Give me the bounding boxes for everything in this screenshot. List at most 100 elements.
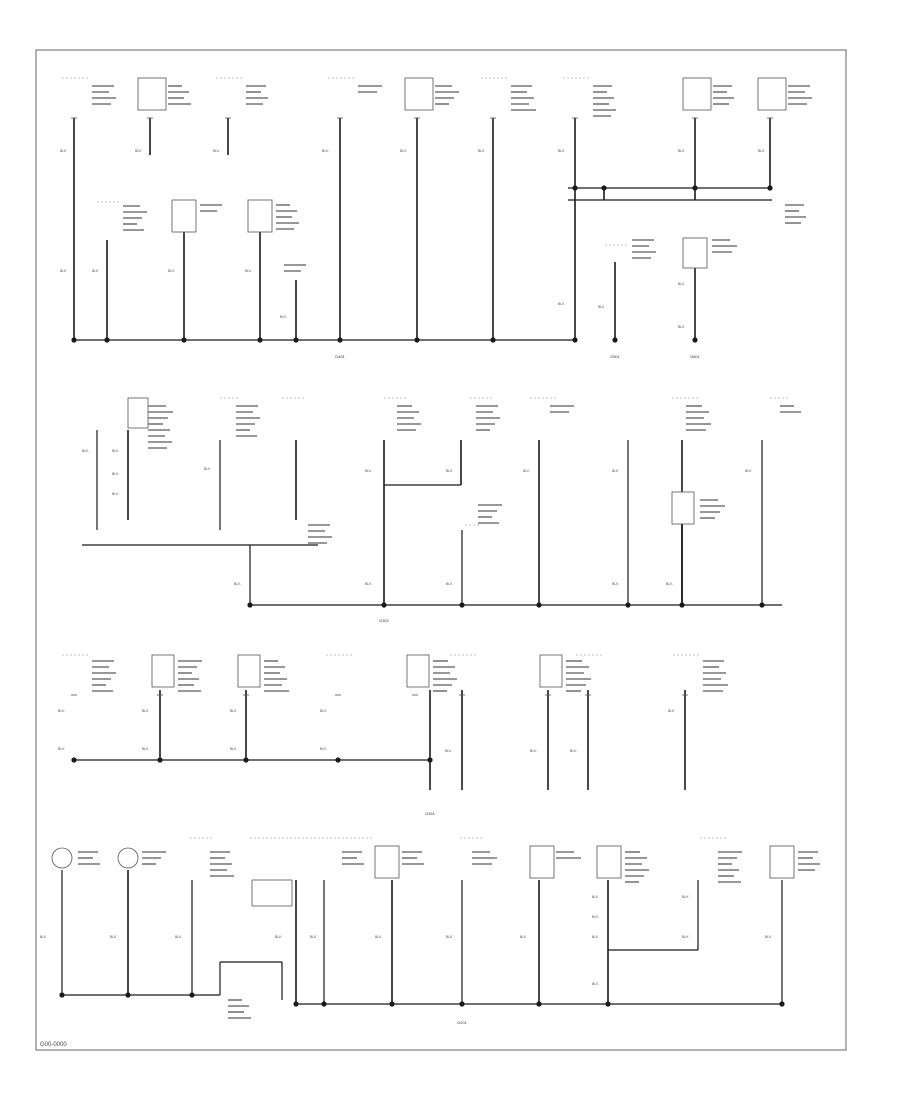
component-box	[374, 845, 400, 879]
wire-color-label: BLK	[682, 935, 689, 939]
component-box	[682, 77, 712, 111]
wire-color-label: BLK	[612, 582, 619, 586]
wire-color-label: BLK	[682, 895, 689, 899]
wire-color-label: BLK	[112, 449, 119, 453]
wire-color-label: BLK	[558, 302, 565, 306]
wire-color-label: BLK	[365, 582, 372, 586]
ground-point-label: G451	[425, 811, 436, 816]
component-box	[769, 845, 795, 879]
component-box	[247, 199, 273, 233]
splice-dot	[536, 602, 542, 608]
wire-color-label: BLK	[666, 582, 673, 586]
wire-color-label: BLK	[275, 935, 282, 939]
wire-color-label: BLK	[58, 747, 65, 751]
wire-color-label: BLK	[745, 469, 752, 473]
component-box	[251, 879, 293, 907]
splice-dot	[759, 602, 765, 608]
splice-dot	[572, 185, 578, 191]
wire-color-label: BLK	[40, 935, 47, 939]
splice-dot	[189, 992, 195, 998]
wire-color-label: BLK	[60, 149, 67, 153]
wire-color-label: BLK	[320, 747, 327, 751]
ground-point-label: G601	[690, 354, 701, 359]
wire-color-label: BLK	[520, 935, 527, 939]
wire-color-label: BLK	[678, 325, 685, 329]
wire-color-label: BLK	[230, 709, 237, 713]
splice-dot	[381, 602, 387, 608]
wire-color-label: BLK	[523, 469, 530, 473]
component-box	[171, 199, 197, 233]
wire-color-label: BLK	[320, 709, 327, 713]
wire-color-label: BLK	[204, 467, 211, 471]
splice-dot	[247, 602, 253, 608]
wire-color-label: BLK	[365, 469, 372, 473]
splice-dot	[625, 602, 631, 608]
splice-dot	[679, 602, 685, 608]
wire-color-label: BLK	[280, 315, 287, 319]
component-box	[671, 491, 695, 525]
ground-point-label: G401	[335, 354, 346, 359]
splice-dot	[59, 992, 65, 998]
splice-dot	[459, 602, 465, 608]
wire-color-label: BLK	[58, 709, 65, 713]
wire-color-label: BLK	[375, 935, 382, 939]
wire-color-label: BLK	[592, 915, 599, 919]
ground-point-label: G501	[610, 354, 621, 359]
wire-color-label: BLK	[168, 269, 175, 273]
wire-color-label: BLK	[310, 935, 317, 939]
wire-color-label: BLK	[175, 935, 182, 939]
diagram-frame	[35, 49, 847, 1051]
wire-color-label: BLK	[142, 747, 149, 751]
splice-dot	[71, 757, 77, 763]
wire-color-label: BLK	[558, 149, 565, 153]
component-box	[757, 77, 787, 111]
component-box	[682, 237, 708, 269]
wire-color-label: BLK	[142, 709, 149, 713]
ground-point-label: G201	[457, 1020, 468, 1025]
wire-color-label: BLK	[668, 709, 675, 713]
splice-dot	[692, 337, 698, 343]
wire-color-label: BLK	[570, 749, 577, 753]
component-box	[596, 845, 622, 879]
wire-color-label: BLK	[446, 935, 453, 939]
component-box	[529, 845, 555, 879]
wire-color-label: BLK	[60, 269, 67, 273]
wire-color-label: BLK	[445, 749, 452, 753]
splice-dot	[605, 1001, 611, 1007]
component-box	[127, 397, 149, 429]
wire-color-label: BLK	[213, 149, 220, 153]
wire-color-label: BLK	[112, 492, 119, 496]
component-box	[539, 654, 563, 688]
wire-color-label: BLK	[92, 269, 99, 273]
wire-color-label: BLK	[765, 935, 772, 939]
splice-dot	[536, 1001, 542, 1007]
wire-color-label: BLK	[678, 282, 685, 286]
wire-color-label: BLK	[592, 895, 599, 899]
wire-color-label: BLK	[82, 449, 89, 453]
splice-dot	[293, 1001, 299, 1007]
wire-color-label: BLK	[612, 469, 619, 473]
wire-color-label: BLK	[245, 269, 252, 273]
splice-dot	[125, 992, 131, 998]
lamp-symbol	[117, 847, 139, 869]
wire-color-label: BLK	[112, 472, 119, 476]
component-box	[137, 77, 167, 111]
splice-dot	[779, 1001, 785, 1007]
splice-dot	[335, 757, 341, 763]
component-box	[151, 654, 175, 688]
ground-point-label: G302	[379, 618, 390, 623]
wire-color-label: BLK	[478, 149, 485, 153]
splice-dot	[321, 1001, 327, 1007]
wire-color-label: BLK	[678, 149, 685, 153]
lamp-symbol	[51, 847, 73, 869]
wire-color-label: BLK	[530, 749, 537, 753]
splice-dot	[389, 1001, 395, 1007]
wire-color-label: BLK	[110, 935, 117, 939]
wire-color-label: BLK	[758, 149, 765, 153]
wire-color-label: BLK	[592, 982, 599, 986]
component-box	[406, 654, 430, 688]
wire-color-label: BLK	[230, 747, 237, 751]
wire-color-label: BLK	[135, 149, 142, 153]
